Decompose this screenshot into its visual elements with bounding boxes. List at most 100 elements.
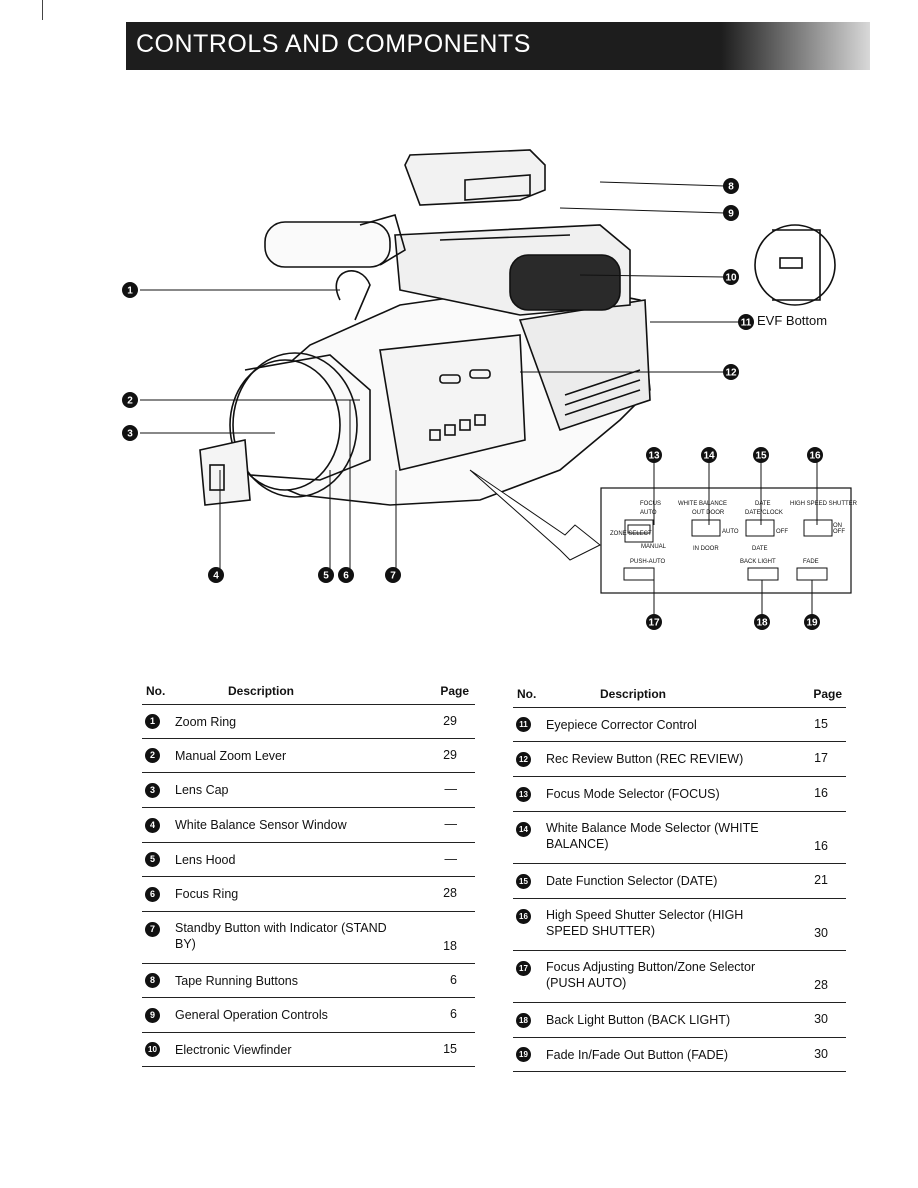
row-description: Manual Zoom Lever xyxy=(175,748,287,763)
callout-7: 7 xyxy=(385,567,401,583)
panel-label: ZONE SELECT xyxy=(610,531,652,537)
callout-10: 10 xyxy=(723,269,739,285)
panel-label: FOCUS xyxy=(640,501,661,507)
evf-bottom-label: EVF Bottom xyxy=(757,313,828,328)
row-page: 29 xyxy=(443,747,457,762)
row-page: 6 xyxy=(450,972,457,987)
number-badge: 18 xyxy=(516,1012,531,1028)
callout-8: 8 xyxy=(723,178,739,194)
callout-11: 11 xyxy=(738,314,754,330)
margin-rule xyxy=(42,0,43,20)
row-description: White Balance Sensor Window xyxy=(175,818,347,832)
number-badge: 9 xyxy=(145,1007,160,1023)
callout-2: 2 xyxy=(122,392,138,408)
svg-text:11: 11 xyxy=(741,318,752,329)
row-page: 16 xyxy=(814,786,828,800)
camcorder-illustration: FOCUS WHITE BALANCE DATE HIGH SPEED SHUTTER… xyxy=(122,149,858,630)
svg-text:18: 18 xyxy=(756,618,768,629)
callout-17: 17 xyxy=(646,614,662,630)
number-badge: 3 xyxy=(145,782,160,798)
row-description: Date Function Selector (DATE) xyxy=(546,874,718,888)
callout-6: 6 xyxy=(338,567,354,583)
panel-label: HIGH SPEED SHUTTER xyxy=(790,501,858,507)
svg-text:9: 9 xyxy=(728,209,734,220)
row-page: 21 xyxy=(814,873,828,887)
table-row: 5 Lens Hood — xyxy=(142,843,475,877)
panel-label: BACK LIGHT xyxy=(740,559,776,565)
svg-text:2: 2 xyxy=(127,396,133,407)
panel-label: OUT DOOR xyxy=(692,510,725,516)
row-description: Focus Ring xyxy=(175,887,239,901)
panel-label: PUSH-AUTO xyxy=(630,559,666,565)
row-page: 15 xyxy=(814,716,828,731)
row-page: 28 xyxy=(443,886,457,900)
svg-text:3: 3 xyxy=(127,429,133,440)
row-description: Lens Hood xyxy=(175,852,236,867)
row-page: 18 xyxy=(443,939,457,953)
callout-16: 16 xyxy=(807,447,823,463)
title-bar: CONTROLS AND COMPONENTS xyxy=(126,22,870,70)
callout-12: 12 xyxy=(723,364,739,380)
number-badge: 8 xyxy=(145,973,160,988)
callout-19: 19 xyxy=(804,614,820,630)
panel-label: WHITE BALANCE xyxy=(678,501,727,507)
number-badge: 2 xyxy=(145,748,160,763)
table-header: No. Description Page xyxy=(142,678,475,705)
col-page: Page xyxy=(440,684,469,698)
row-page: 29 xyxy=(443,713,457,728)
callout-1: 1 xyxy=(122,282,138,298)
svg-text:7: 7 xyxy=(390,571,396,582)
svg-text:1: 1 xyxy=(127,286,133,297)
row-description: High Speed Shutter Selector (HIGH SPEED … xyxy=(546,908,744,938)
panel-label: DATE xyxy=(752,546,768,552)
panel-label: OFF xyxy=(776,529,788,535)
callout-5: 5 xyxy=(318,567,334,583)
row-page: 30 xyxy=(814,1012,828,1026)
row-page: — xyxy=(444,851,458,866)
number-badge: 7 xyxy=(145,922,160,937)
number-badge: 11 xyxy=(516,717,531,732)
row-description: Focus Adjusting Button/Zone Selector (PU… xyxy=(546,960,756,990)
col-no: No. xyxy=(146,684,166,698)
panel-label: OFF xyxy=(833,529,845,535)
row-page: — xyxy=(444,817,458,831)
number-badge: 13 xyxy=(516,786,531,802)
callout-15: 15 xyxy=(753,447,769,463)
row-page: 30 xyxy=(814,926,828,940)
panel-label: DATE/CLOCK xyxy=(745,510,783,516)
row-description: Rec Review Button (REC REVIEW) xyxy=(546,752,744,766)
panel-label: FADE xyxy=(803,559,819,565)
panel-label: AUTO xyxy=(722,529,739,535)
svg-text:17: 17 xyxy=(648,618,660,629)
number-badge: 5 xyxy=(145,852,160,867)
svg-text:12: 12 xyxy=(725,368,737,379)
svg-text:6: 6 xyxy=(343,571,349,582)
row-description: General Operation Controls xyxy=(175,1008,328,1022)
row-description: White Balance Mode Selector (WHITE BALAN… xyxy=(546,821,759,851)
number-badge: 17 xyxy=(516,961,531,976)
row-page: 30 xyxy=(814,1046,828,1061)
svg-text:5: 5 xyxy=(323,571,329,582)
svg-text:8: 8 xyxy=(728,182,734,193)
svg-text:10: 10 xyxy=(725,273,737,284)
row-description: Tape Running Buttons xyxy=(175,973,299,988)
callout-13: 13 xyxy=(646,447,662,463)
row-page: — xyxy=(444,782,458,796)
number-badge: 10 xyxy=(145,1042,160,1057)
row-description: Electronic Viewfinder xyxy=(175,1042,292,1057)
table-row: 2 Manual Zoom Lever 29 xyxy=(142,739,475,773)
